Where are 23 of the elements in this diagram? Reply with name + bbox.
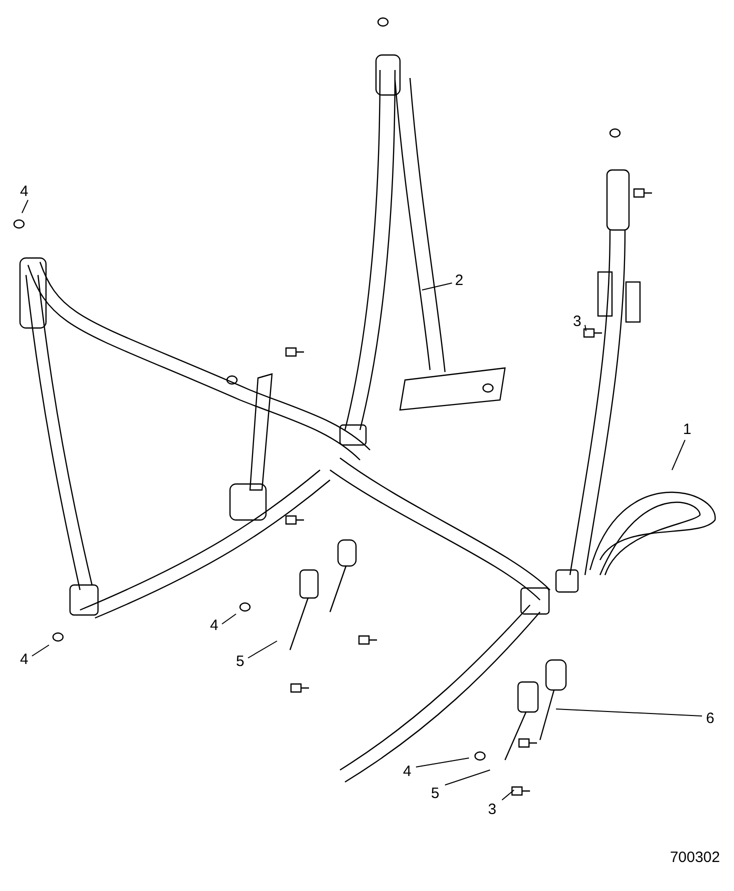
callout-number: 4 [20,184,28,200]
leader-line [672,440,686,470]
callout-number: 5 [236,654,244,670]
callout-number: 6 [706,711,714,727]
callout-number: 4 [210,618,218,634]
leader-line [22,200,28,214]
leader-line [502,790,514,800]
leader-line [222,614,236,624]
leader-line [584,324,586,332]
leader-line [556,708,702,716]
callout-number: 2 [455,273,464,289]
leader-line [422,282,452,290]
callout-number: 3 [488,802,496,818]
callout-number: 5 [431,786,440,802]
callout-number: 4 [403,764,412,780]
leader-line [248,640,278,658]
leader-line [32,644,50,656]
callout-number: 1 [683,422,692,438]
callout-number: 3 [573,314,582,330]
callout-number: 4 [20,652,28,668]
figure-number: 700302 [670,850,720,866]
leader-line [416,758,470,768]
leader-line [444,770,490,786]
